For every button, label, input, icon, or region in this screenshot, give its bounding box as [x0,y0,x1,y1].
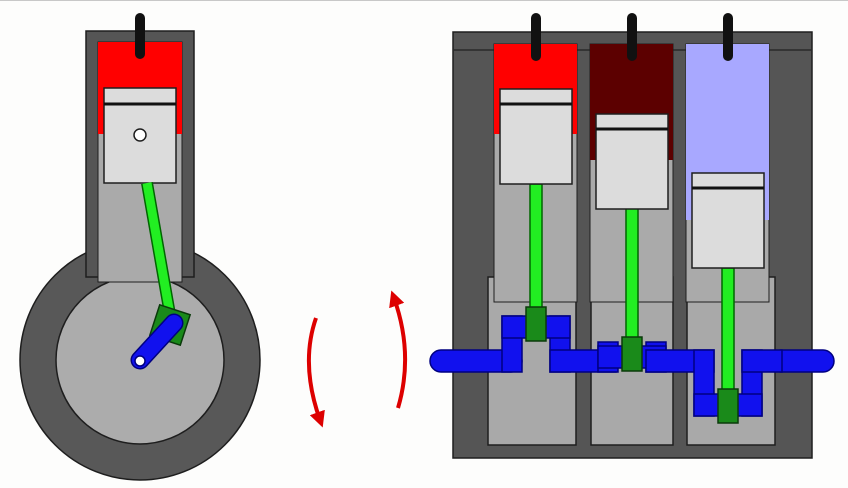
crank-arm-fill [132,315,182,368]
piston-3 [691,172,765,269]
connecting-rod-fill [142,182,177,327]
crank-axle-icon [134,355,146,367]
big-end-bearing-2 [621,336,643,372]
connecting-rod-1 [529,183,543,313]
single-cylinder-engine [19,13,261,481]
wrist-pin-icon [133,128,147,142]
top-border [0,0,848,1]
piston [103,87,177,184]
multi-cylinder-engine [429,13,835,459]
rotation-arrows [306,290,408,428]
piston-2 [595,113,669,210]
main-journal [741,349,783,373]
big-end-bearing-3 [717,388,739,424]
rotation-arrow-up-icon [389,290,408,409]
big-end-bearing-1 [525,306,547,342]
connecting-rod-2 [625,207,639,343]
connecting-rod-3 [721,267,735,393]
rotation-arrow-down-icon [306,317,325,428]
piston-1 [499,88,573,185]
